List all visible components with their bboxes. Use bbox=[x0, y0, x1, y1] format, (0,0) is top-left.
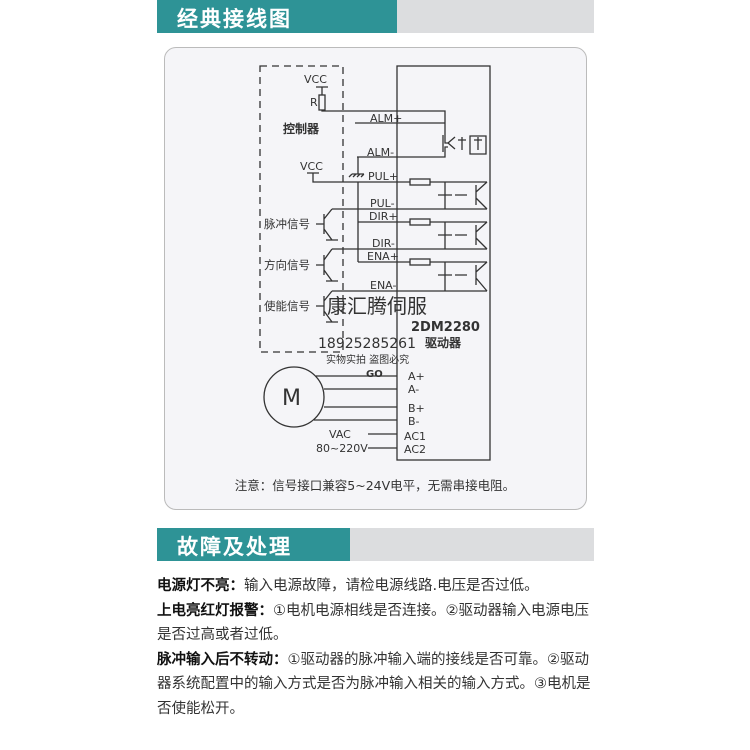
motor-pin-a-plus: A+ bbox=[408, 370, 425, 383]
pin-ena-plus: ENA+ bbox=[367, 250, 399, 263]
wiring-diagram-panel bbox=[164, 47, 587, 510]
wiring-note: 注意：信号接口兼容5~24V电平，无需串接电阻。 bbox=[235, 478, 515, 493]
faq-answer: 输入电源故障，请检电源线路.电压是否过低。 bbox=[244, 578, 539, 594]
watermark-slogan: 实物实拍 盗图必究 bbox=[326, 353, 409, 366]
pin-pul-plus: PUL+ bbox=[368, 170, 398, 183]
motor-label: M bbox=[282, 386, 301, 411]
enable-signal-label: 使能信号 bbox=[264, 299, 310, 313]
driver-label: 驱动器 bbox=[425, 336, 462, 350]
section-title: 故障及处理 bbox=[177, 535, 292, 559]
signal-transistors bbox=[316, 208, 338, 323]
faq-answer: ①驱动器的脉冲输入端的接线是否可靠。②驱动器系统配置中的输入方式是否为脉冲输入相… bbox=[157, 651, 591, 717]
faq-answer: ①电机电源相线是否连接。②驱动器输入电源电压是否过高或者过低。 bbox=[157, 602, 589, 644]
faq-item: 脉冲输入后不转动：①驱动器的脉冲输入端的接线是否可靠。②驱动器系统配置中的输入方… bbox=[157, 648, 597, 722]
pin-alm-minus: ALM- bbox=[367, 146, 394, 159]
motor-pin-b-plus: B+ bbox=[408, 402, 425, 415]
faq-question: 电源灯不亮： bbox=[157, 578, 244, 594]
r-label: R bbox=[310, 96, 318, 109]
wiring-diagram: VCC R 控制器 VCC ALM+ ALM- PUL+ PUL- DIR+ D… bbox=[235, 65, 515, 493]
pin-alm-plus: ALM+ bbox=[370, 112, 402, 125]
direction-signal-label: 方向信号 bbox=[264, 258, 310, 272]
motor-pin-a-minus: A- bbox=[408, 383, 419, 396]
watermark-brand: 康汇腾伺服 bbox=[327, 294, 427, 318]
power-range: 80~220V bbox=[316, 442, 368, 455]
power-pin-ac2: AC2 bbox=[404, 443, 426, 456]
controller-box bbox=[259, 65, 344, 353]
section-header-wiring: 经典接线图 bbox=[157, 0, 594, 33]
faq-question: 上电亮红灯报警： bbox=[157, 602, 273, 619]
controller-label: 控制器 bbox=[283, 121, 320, 136]
pin-dir-plus: DIR+ bbox=[369, 210, 398, 223]
faq-item: 电源灯不亮：输入电源故障，请检电源线路.电压是否过低。 bbox=[157, 574, 597, 599]
power-pin-ac1: AC1 bbox=[404, 430, 426, 443]
resistor bbox=[318, 94, 326, 111]
pin-ena-minus: ENA- bbox=[370, 279, 396, 292]
driver-box bbox=[396, 65, 491, 461]
motor-pin-b-minus: B- bbox=[408, 415, 420, 428]
faq-question: 脉冲输入后不转动： bbox=[157, 651, 288, 668]
section-title: 经典接线图 bbox=[177, 7, 292, 31]
watermark-phone: 18925285261 bbox=[318, 336, 416, 352]
motor-symbol bbox=[263, 366, 325, 428]
vcc-label: VCC bbox=[304, 73, 327, 86]
vcc2-label: VCC bbox=[300, 160, 323, 173]
troubleshooting-list: 电源灯不亮：输入电源故障，请检电源线路.电压是否过低。 上电亮红灯报警：①电机电… bbox=[157, 574, 597, 721]
driver-model: 2DM2280 bbox=[411, 320, 480, 335]
faq-item: 上电亮红灯报警：①电机电源相线是否连接。②驱动器输入电源电压是否过高或者过低。 bbox=[157, 599, 597, 648]
alarm-optocoupler bbox=[442, 135, 487, 155]
watermark-go: GO bbox=[366, 369, 383, 380]
power-label: VAC bbox=[329, 428, 351, 441]
section-header-troubleshooting: 故障及处理 bbox=[157, 528, 594, 561]
pulse-signal-label: 脉冲信号 bbox=[264, 217, 310, 231]
pin-pul-minus: PUL- bbox=[370, 197, 395, 210]
pin-dir-minus: DIR- bbox=[372, 237, 395, 250]
